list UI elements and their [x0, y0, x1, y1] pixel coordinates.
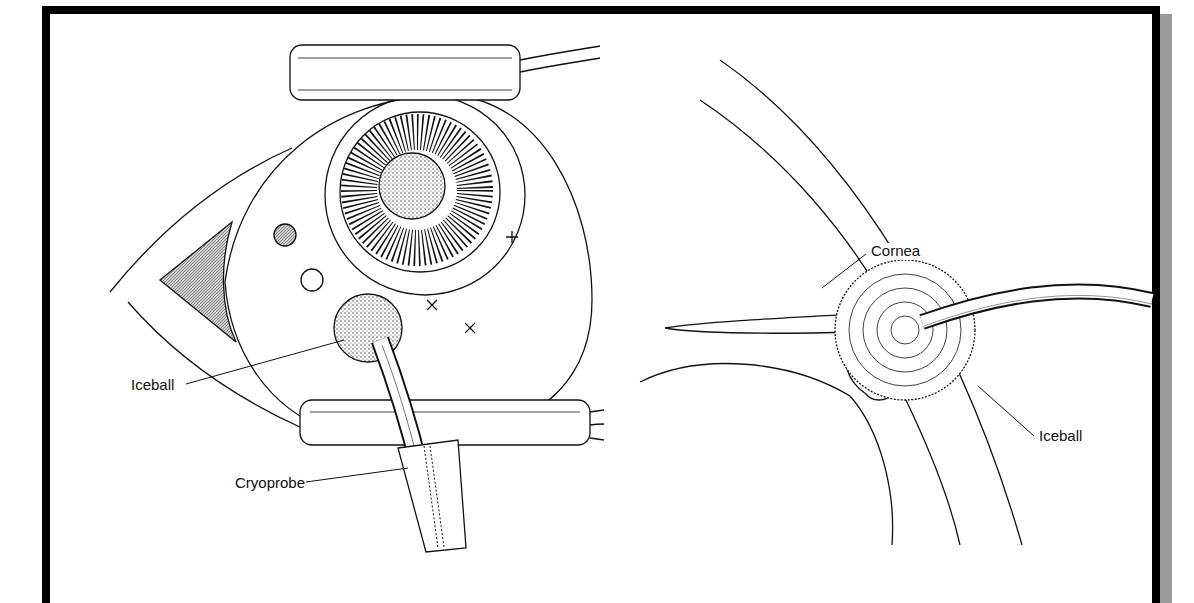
cryoprobe-shaft: [922, 291, 1152, 322]
iceball-ring: [891, 316, 919, 344]
cryoprobe-shaft: [924, 295, 1152, 326]
leader-line: [306, 468, 408, 482]
cryoprobe-handle: [424, 446, 444, 548]
sclera-inner: [905, 398, 960, 545]
speculum-blade: [290, 45, 520, 100]
application-mark: [506, 231, 518, 243]
eyeball: [225, 95, 592, 430]
frame-shadow: [1160, 14, 1172, 603]
leader-line: [978, 386, 1034, 436]
iceball: [835, 260, 975, 400]
iris: [665, 314, 858, 333]
lens-capsule: [640, 364, 893, 545]
frame: [46, 10, 1156, 603]
speculum-arm: [520, 58, 600, 72]
iceball-ring: [877, 302, 933, 358]
cryoprobe-handle: [398, 440, 466, 552]
lower-eyelid: [590, 424, 604, 425]
application-mark: [427, 300, 437, 310]
speculum-blade: [300, 400, 590, 445]
part-label: Cryoprobe: [234, 475, 306, 492]
iceball-ring: [863, 288, 947, 372]
upper-eyelid: [520, 46, 600, 60]
freeze-scar: [301, 269, 323, 291]
leader-line: [186, 340, 344, 384]
application-mark: [465, 323, 475, 333]
cornea-inner: [700, 100, 885, 300]
iceball-ring: [849, 274, 961, 386]
part-label: Iceball: [130, 377, 175, 394]
speculum-arm: [590, 410, 604, 440]
limbus: [325, 95, 525, 295]
iris-edge: [340, 112, 500, 272]
part-label: Iceball: [1038, 428, 1083, 445]
speculum-blade: [298, 58, 512, 90]
leader-line: [822, 254, 866, 288]
part-label: Cornea: [870, 243, 921, 260]
iris-fibers: [359, 132, 475, 248]
cryoprobe-shaft: [922, 291, 1152, 322]
freeze-scar: [274, 224, 296, 246]
speculum-blade: [310, 412, 580, 413]
pupil: [379, 153, 445, 219]
